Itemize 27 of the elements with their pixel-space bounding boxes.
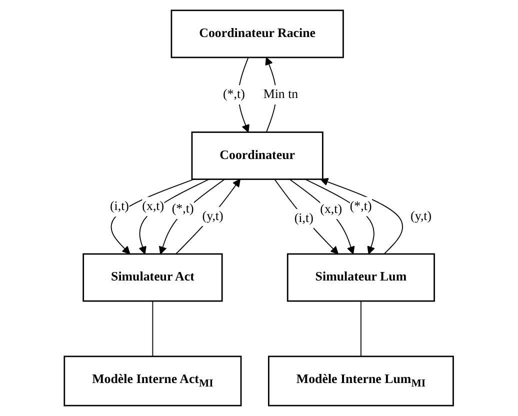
arrow bbox=[176, 178, 241, 254]
connector bbox=[360, 300, 362, 357]
arrow bbox=[159, 178, 226, 254]
edge-label: (*,t) bbox=[223, 88, 246, 102]
edge-label: (*,t) bbox=[350, 200, 372, 214]
arrow bbox=[238, 57, 250, 133]
arrow bbox=[110, 178, 195, 254]
arrow bbox=[274, 178, 339, 254]
arrow bbox=[304, 178, 376, 254]
edge-label: Min tn bbox=[264, 88, 298, 102]
node-box bbox=[268, 356, 454, 406]
node-box bbox=[64, 356, 242, 406]
edge-label: (i,t) bbox=[110, 200, 130, 214]
edge-label: (i,t) bbox=[294, 212, 314, 226]
edge-label: (y,t) bbox=[202, 210, 224, 224]
edge-label: (x,t) bbox=[320, 202, 342, 216]
edge-label: (*,t) bbox=[172, 202, 194, 216]
arrow bbox=[138, 178, 210, 254]
node-box bbox=[82, 253, 223, 302]
node-box bbox=[170, 10, 344, 58]
node-box bbox=[191, 132, 324, 180]
edge-label: (y,t) bbox=[410, 210, 432, 224]
node-box bbox=[287, 253, 436, 302]
arrow bbox=[320, 178, 404, 254]
connector bbox=[152, 300, 154, 357]
edge-label: (x,t) bbox=[142, 200, 164, 214]
arrow bbox=[289, 178, 355, 254]
